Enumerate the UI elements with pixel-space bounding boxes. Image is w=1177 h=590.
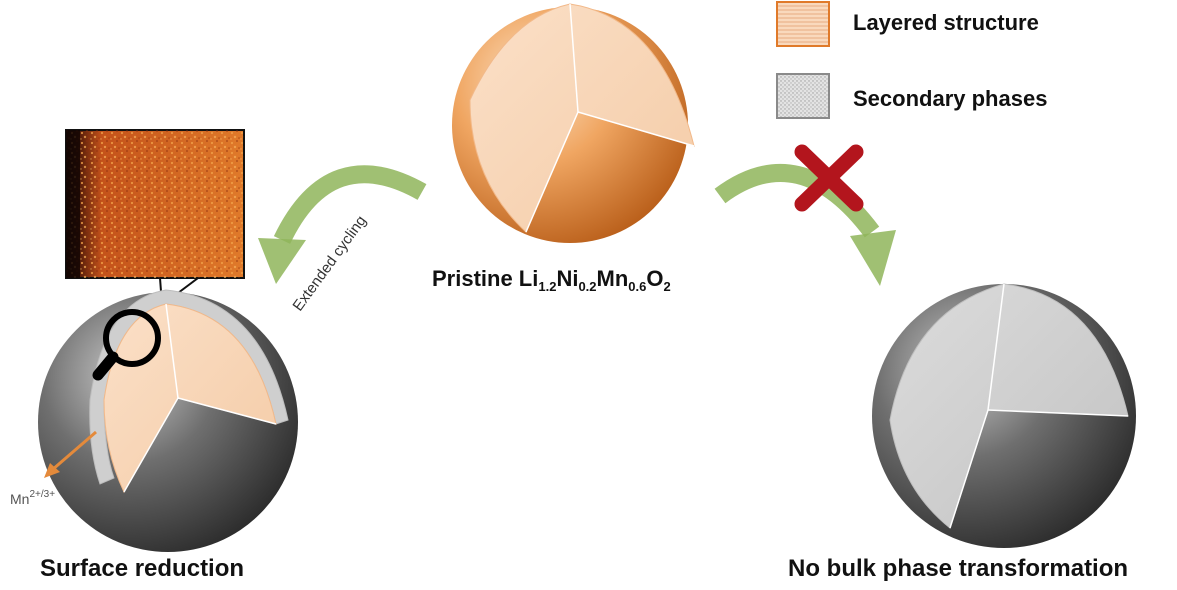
legend-layered-swatch (776, 1, 830, 47)
surface-reduced-particle (38, 289, 298, 552)
magnifier-icon (92, 309, 161, 381)
mn-ion-label: Mn2+/3+ (10, 489, 55, 507)
cross-icon (794, 144, 864, 212)
legend-secondary-swatch (776, 73, 830, 119)
legend: Layered structure Secondary phases (776, 1, 1047, 119)
extended-cycling-arrow (258, 165, 427, 284)
unchanged-bulk-particle (872, 283, 1136, 548)
mn-release-arrow (44, 430, 97, 478)
legend-layered-label: Layered structure (853, 10, 1039, 35)
caption-surface-reduction: Surface reduction (40, 555, 244, 582)
pristine-formula: Pristine Li1.2Ni0.2Mn0.6O2 (432, 266, 671, 294)
caption-no-bulk-transformation: No bulk phase transformation (788, 555, 1128, 582)
legend-secondary-label: Secondary phases (853, 86, 1047, 111)
extended-cycling-label: Extended cycling (289, 213, 369, 315)
pristine-particle (452, 3, 695, 243)
surface-map-inset (65, 129, 245, 307)
